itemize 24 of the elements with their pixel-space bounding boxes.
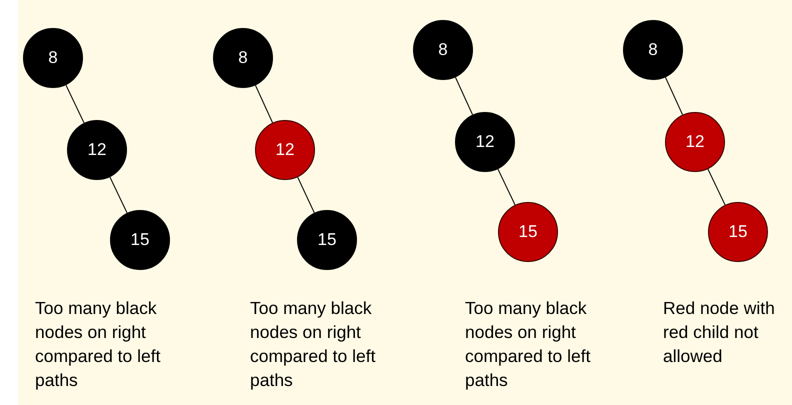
node-key: 12: [686, 132, 704, 152]
node-key: 15: [130, 230, 150, 250]
tree-edge: [664, 76, 684, 116]
tree-edge: [707, 168, 726, 206]
node-key: 15: [318, 230, 336, 250]
tree-edge: [254, 84, 274, 124]
tree-edge: [454, 76, 474, 116]
caption: Red node with red child not allowed: [663, 297, 776, 368]
tree-edge: [65, 84, 85, 124]
caption: Too many black nodes on right compared to left paths: [465, 297, 592, 392]
node-key: 12: [88, 140, 106, 160]
node-key: 8: [238, 48, 248, 68]
tree-edge: [297, 176, 315, 214]
node-key: 8: [438, 40, 448, 60]
node-key: 8: [648, 40, 658, 60]
caption: Too many black nodes on right compared to left paths: [35, 297, 162, 392]
node-key: 12: [276, 140, 294, 160]
tree-edge: [109, 176, 128, 214]
node-key: 8: [48, 48, 58, 68]
caption: Too many black nodes on right compared to left paths: [250, 297, 376, 392]
node-key: 12: [476, 132, 494, 152]
node-key: 15: [518, 222, 538, 242]
tree-edge: [497, 168, 516, 206]
node-key: 15: [728, 222, 748, 242]
